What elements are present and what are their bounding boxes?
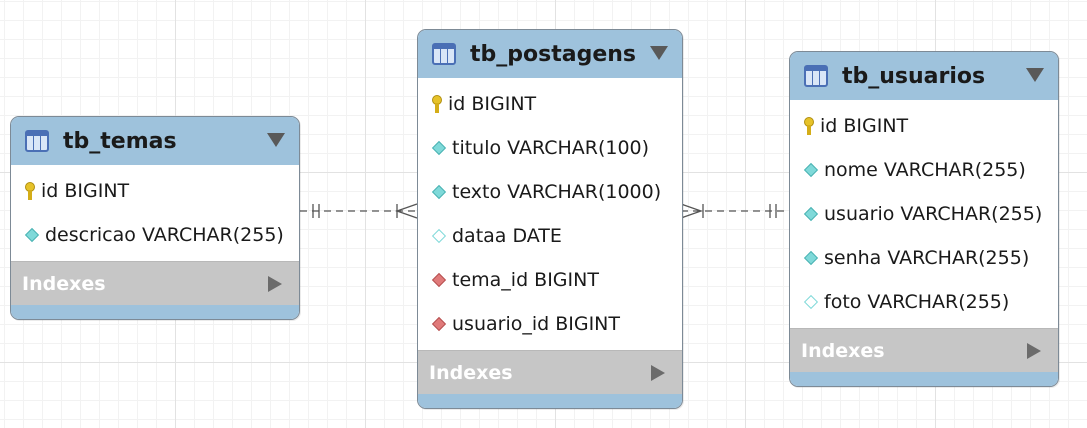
- crowfoot: [395, 203, 418, 219]
- column-row[interactable]: nome VARCHAR(255): [790, 148, 1058, 192]
- column-empty-diamond-icon: [431, 228, 447, 244]
- expand-icon[interactable]: [268, 276, 282, 292]
- column-row[interactable]: senha VARCHAR(255): [790, 236, 1058, 280]
- entity-tb-usuarios[interactable]: tb_usuarios id BIGINT nome VARCHAR(255) …: [789, 51, 1059, 387]
- indexes-section[interactable]: Indexes: [418, 350, 682, 394]
- column-text: texto VARCHAR(1000): [452, 181, 662, 203]
- column-empty-diamond-icon: [803, 294, 819, 310]
- entity-title: tb_temas: [63, 128, 177, 154]
- collapse-icon[interactable]: [1026, 68, 1044, 82]
- indexes-label: Indexes: [22, 272, 106, 295]
- column-list: id BIGINT nome VARCHAR(255) usuario VARC…: [790, 100, 1058, 328]
- column-text: foto VARCHAR(255): [824, 291, 1010, 313]
- foreign-key-icon: [431, 316, 447, 332]
- column-filled-diamond-icon: [24, 227, 40, 243]
- column-row[interactable]: titulo VARCHAR(100): [418, 126, 682, 170]
- indexes-label: Indexes: [429, 361, 513, 384]
- column-text: descricao VARCHAR(255): [45, 224, 284, 246]
- indexes-section[interactable]: Indexes: [790, 328, 1058, 372]
- relationship-temas-postagens[interactable]: [300, 203, 418, 219]
- column-row[interactable]: texto VARCHAR(1000): [418, 170, 682, 214]
- column-text: senha VARCHAR(255): [824, 247, 1030, 269]
- expand-icon[interactable]: [651, 365, 665, 381]
- primary-key-icon: [432, 95, 442, 113]
- column-row[interactable]: usuario VARCHAR(255): [790, 192, 1058, 236]
- entity-title: tb_usuarios: [842, 63, 986, 89]
- column-filled-diamond-icon: [431, 140, 447, 156]
- expand-icon[interactable]: [1027, 343, 1041, 359]
- entity-header[interactable]: tb_postagens: [418, 30, 682, 78]
- column-row[interactable]: tema_id BIGINT: [418, 258, 682, 302]
- column-text: id BIGINT: [448, 93, 537, 115]
- entity-header[interactable]: tb_usuarios: [790, 52, 1058, 100]
- column-row[interactable]: dataa DATE: [418, 214, 682, 258]
- table-icon: [25, 130, 49, 152]
- entity-title: tb_postagens: [470, 41, 637, 67]
- relationship-usuarios-postagens[interactable]: [680, 203, 789, 219]
- column-filled-diamond-icon: [803, 250, 819, 266]
- column-list: id BIGINT descricao VARCHAR(255): [11, 165, 299, 261]
- column-text: titulo VARCHAR(100): [452, 137, 650, 159]
- column-row[interactable]: foto VARCHAR(255): [790, 280, 1058, 324]
- collapse-icon[interactable]: [650, 46, 668, 60]
- table-icon: [432, 43, 456, 65]
- column-row[interactable]: id BIGINT: [418, 82, 682, 126]
- entity-header[interactable]: tb_temas: [11, 117, 299, 165]
- column-list: id BIGINT titulo VARCHAR(100) texto VARC…: [418, 78, 682, 350]
- collapse-icon[interactable]: [267, 133, 285, 147]
- column-text: usuario VARCHAR(255): [824, 203, 1043, 225]
- column-row[interactable]: usuario_id BIGINT: [418, 302, 682, 346]
- entity-tb-postagens[interactable]: tb_postagens id BIGINT titulo VARCHAR(10…: [417, 29, 683, 409]
- column-filled-diamond-icon: [803, 206, 819, 222]
- foreign-key-icon: [431, 272, 447, 288]
- entity-footer: [418, 394, 682, 408]
- column-filled-diamond-icon: [803, 162, 819, 178]
- entity-tb-temas[interactable]: tb_temas id BIGINT descricao VARCHAR(255…: [10, 116, 300, 320]
- column-text: tema_id BIGINT: [452, 269, 599, 291]
- column-filled-diamond-icon: [431, 184, 447, 200]
- column-text: dataa DATE: [452, 225, 562, 247]
- indexes-label: Indexes: [801, 339, 885, 362]
- column-text: nome VARCHAR(255): [824, 159, 1026, 181]
- entity-footer: [11, 305, 299, 319]
- primary-key-icon: [804, 117, 814, 135]
- column-row[interactable]: id BIGINT: [11, 169, 299, 213]
- column-text: usuario_id BIGINT: [452, 313, 621, 335]
- table-icon: [804, 65, 828, 87]
- entity-footer: [790, 372, 1058, 386]
- column-row[interactable]: descricao VARCHAR(255): [11, 213, 299, 257]
- crowfoot: [680, 203, 703, 219]
- column-row[interactable]: id BIGINT: [790, 104, 1058, 148]
- column-text: id BIGINT: [41, 180, 130, 202]
- indexes-section[interactable]: Indexes: [11, 261, 299, 305]
- primary-key-icon: [25, 182, 35, 200]
- column-text: id BIGINT: [820, 115, 909, 137]
